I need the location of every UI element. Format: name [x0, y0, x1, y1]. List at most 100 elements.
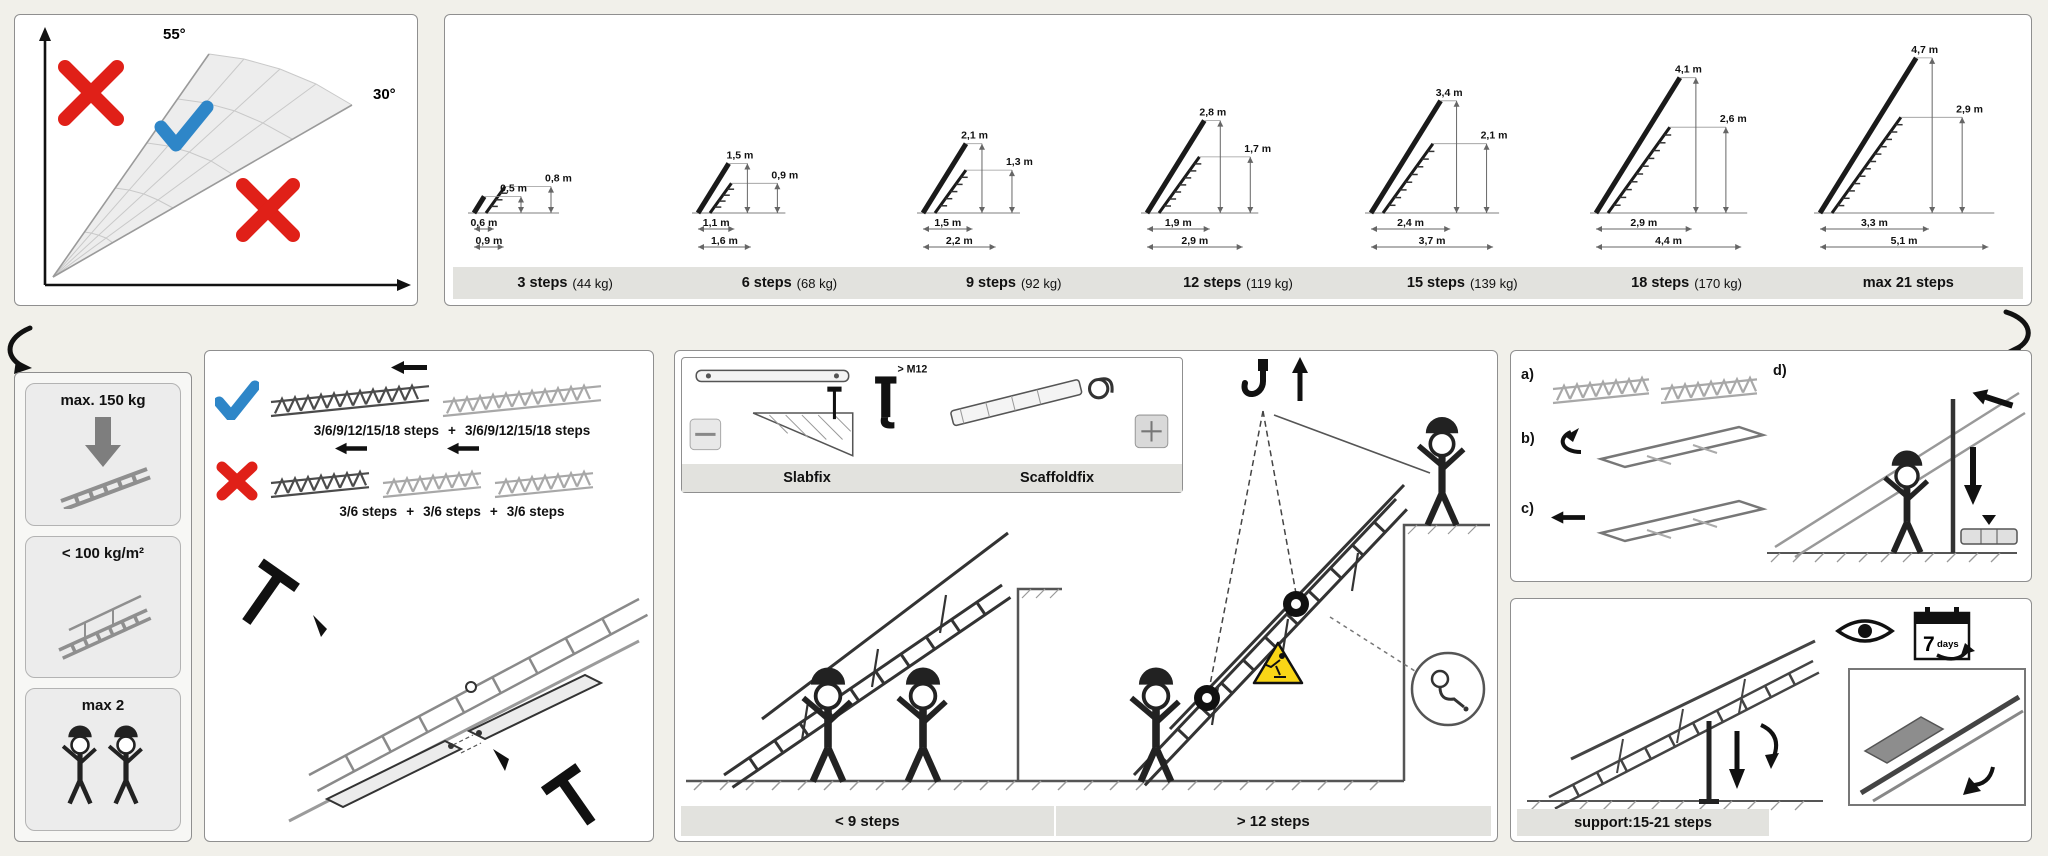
- config-label: 12 steps(119 kg): [1126, 267, 1350, 299]
- anchor-icon: [875, 376, 897, 429]
- steps-count: 12 steps: [1183, 275, 1242, 291]
- stair-section-drawing: [270, 469, 370, 499]
- worker-figure: [1131, 668, 1179, 782]
- stair-section-a: [269, 361, 431, 420]
- joint-hole: [465, 681, 477, 693]
- step-config-cell: 0,5 m 0,8 m 0,6 m 0,9 m: [453, 17, 677, 263]
- svg-text:1,9 m: 1,9 m: [1165, 217, 1192, 229]
- steps-weight: (119 kg): [1246, 275, 1293, 291]
- forbidden-combination-row: [215, 442, 643, 501]
- rail: [1859, 694, 2021, 796]
- allowed-part1: 3/6/9/12/15/18 steps: [313, 423, 440, 438]
- svg-text:0,8 m: 0,8 m: [545, 173, 572, 185]
- plus-sign: +: [406, 504, 415, 519]
- y-axis-arrowhead: [39, 27, 51, 41]
- hoisted-stair: [1132, 497, 1408, 787]
- step-d-label: d): [1773, 363, 1787, 379]
- steps-weight: (92 kg): [1020, 275, 1062, 291]
- left-arrow-icon: [447, 442, 479, 455]
- svg-text:1,7 m: 1,7 m: [1244, 143, 1271, 155]
- point-load-icon: [60, 417, 151, 509]
- joint-guides: [452, 734, 482, 754]
- min-angle-label: 30°: [373, 86, 396, 103]
- step-config-diagram: 0,5 m 0,8 m 0,6 m 0,9 m: [468, 173, 572, 250]
- steps-count: 15 steps: [1406, 275, 1465, 291]
- max-angle-line: [52, 53, 210, 278]
- t-wrench-icon: [540, 763, 596, 826]
- plus-sign: +: [489, 504, 498, 519]
- tag-line: [1273, 414, 1431, 474]
- config-label: 6 steps(68 kg): [677, 267, 901, 299]
- max-persons-box: max 2: [25, 688, 181, 832]
- svg-text:0,5 m: 0,5 m: [500, 183, 527, 195]
- wrench-arrow-icon: [493, 749, 509, 771]
- left-wall: [1016, 587, 1062, 781]
- days-number: 7: [1923, 633, 1935, 656]
- step-b-label: b): [1521, 431, 1535, 447]
- area-load-icon: [58, 594, 152, 660]
- step-config-diagram: 4,1 m 2,6 m 2,9 m 4,4 m: [1589, 64, 1747, 250]
- config-label: 18 steps(170 kg): [1574, 267, 1798, 299]
- max-persons-label: max 2: [81, 697, 125, 715]
- step-config-cell: 1,5 m 0,9 m 1,1 m 1,6 m: [677, 17, 901, 263]
- short-section-c: [493, 442, 595, 501]
- config-label: 9 steps(92 kg): [902, 267, 1126, 299]
- fixing-methods-drawing: > M12: [689, 363, 1169, 457]
- rotate-arrow-icon: [1560, 428, 1582, 454]
- steps-weight: (68 kg): [796, 275, 838, 291]
- stair-section-icon: [269, 455, 371, 501]
- worker-figure: [803, 668, 851, 782]
- transport-label-bar: < 9 steps > 12 steps: [681, 806, 1491, 836]
- transport-scene: [686, 357, 1490, 791]
- handrail-assembly: [308, 597, 649, 792]
- push-left-arrow-icon: [1972, 389, 2014, 409]
- svg-text:3,4 m: 3,4 m: [1436, 87, 1463, 99]
- crane-hook-icon: [1241, 359, 1268, 397]
- svg-text:2,8 m: 2,8 m: [1199, 107, 1226, 119]
- left-arrow-icon: [391, 361, 427, 374]
- max-point-load-label: max. 150 kg: [60, 392, 146, 409]
- svg-text:4,7 m: 4,7 m: [1911, 44, 1938, 56]
- svg-text:2,1 m: 2,1 m: [1481, 130, 1508, 142]
- steps-count: 18 steps: [1631, 275, 1690, 291]
- stair-section-icon: [1659, 361, 1759, 407]
- svg-text:0,6 m: 0,6 m: [471, 217, 498, 229]
- support-range-label: support:15-21 steps: [1517, 809, 1769, 836]
- transport-panel: > M12 Slabfix Scaffoldfix <: [674, 350, 1498, 842]
- svg-text:4,4 m: 4,4 m: [1655, 235, 1682, 247]
- stair-section-drawing: [442, 383, 602, 418]
- down-arrow-icon: [1729, 731, 1745, 789]
- allowed-part2: 3/6/9/12/15/18 steps: [464, 423, 591, 438]
- step-config-diagram: 3,4 m 2,1 m 2,4 m 3,7 m: [1365, 87, 1508, 250]
- too-steep-x-icon: [58, 60, 124, 126]
- max-area-load-box: < 100 kg/m²: [25, 535, 181, 679]
- svg-text:0,9 m: 0,9 m: [772, 169, 799, 181]
- callout-leader: [1329, 616, 1419, 674]
- concrete-hatch: [769, 414, 852, 440]
- step-config-cell: 4,7 m 2,9 m 3,3 m 5,1 m: [1799, 17, 2023, 263]
- rail: [1872, 709, 2024, 803]
- support-drawing: 7 days: [1527, 607, 2026, 811]
- step-config-cell: 4,1 m 2,6 m 2,9 m 4,4 m: [1574, 17, 1798, 263]
- crane-label: > 12 steps: [1055, 806, 1491, 836]
- stair-section-b: [441, 361, 603, 420]
- step-config-cell: 2,8 m 1,7 m 1,9 m 2,9 m: [1126, 17, 1350, 263]
- steps-count: 9 steps: [965, 275, 1016, 291]
- roller-wheel-icon: [1194, 685, 1220, 711]
- strap-detail-callout: [1410, 651, 1486, 727]
- stair-section-icon: [269, 374, 431, 420]
- spirit-level-icon: [1960, 515, 2018, 545]
- stair-section-drawing: [382, 469, 482, 499]
- step-c-label: c): [1521, 501, 1534, 517]
- allowed-combination-row: [215, 361, 643, 420]
- assembly-steps-panel: a) b) c): [1510, 350, 2032, 582]
- stringer-profiles: [324, 673, 604, 809]
- svg-text:5,1 m: 5,1 m: [1890, 235, 1917, 247]
- wrench-arrow-icon: [313, 615, 327, 637]
- steps-count: 3 steps: [517, 275, 568, 291]
- handrail-posts: [1616, 678, 1746, 774]
- flat-frame-icon: [1596, 425, 1768, 469]
- steps-weight: (44 kg): [572, 275, 613, 291]
- step-configurations-panel: 0,5 m 0,8 m 0,6 m 0,9 m 1,5 m 0,9 m 1,1 …: [444, 14, 2032, 306]
- stair-section-drawing: [494, 469, 594, 499]
